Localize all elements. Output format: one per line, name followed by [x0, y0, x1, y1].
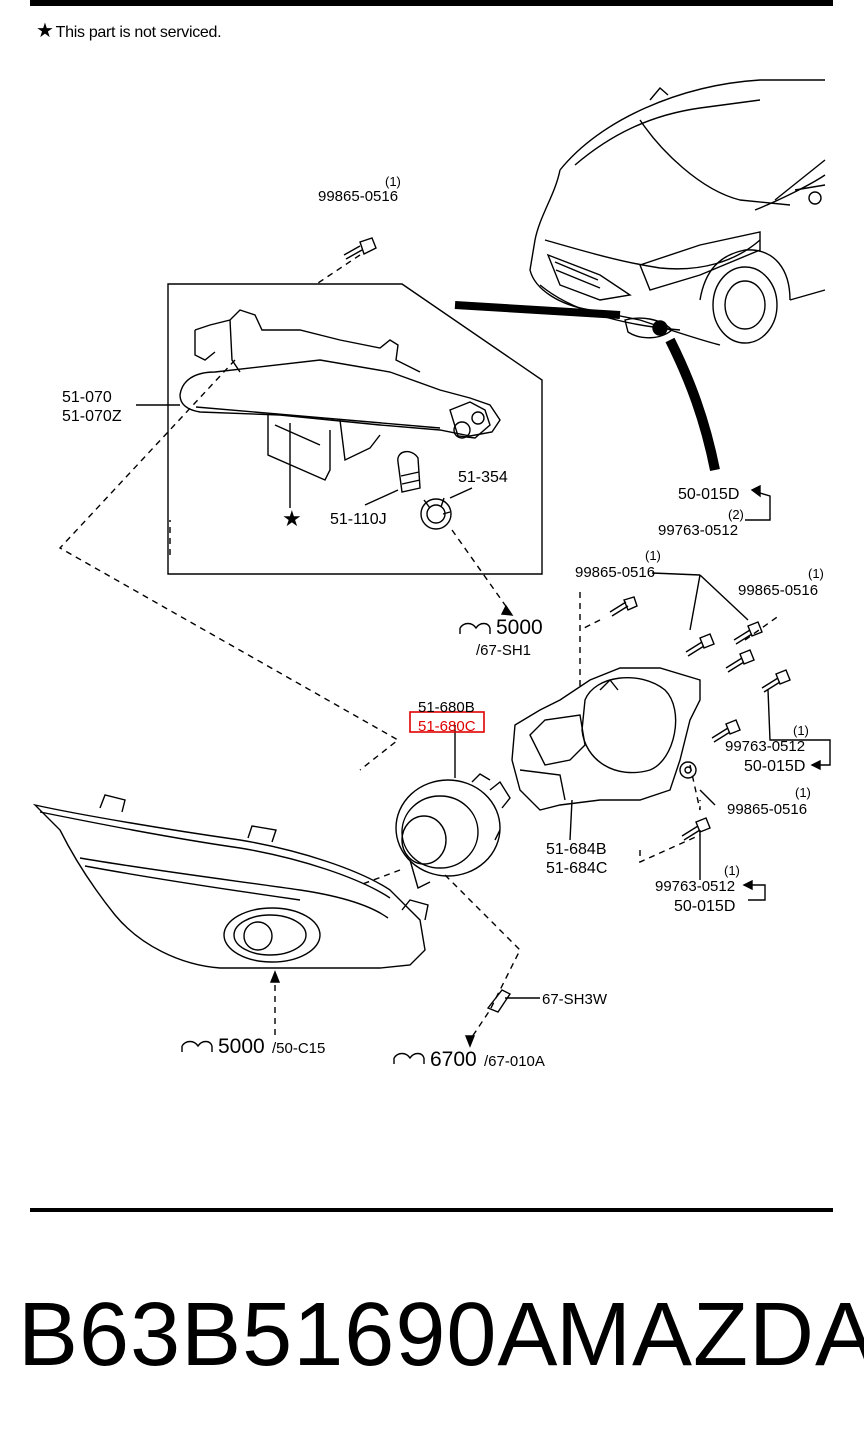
car-illustration	[529, 79, 826, 346]
part-number: B63B51690A	[18, 1285, 559, 1385]
connector-label: 67-SH3W	[542, 991, 608, 1008]
screw-c-qty: (1)	[724, 863, 740, 878]
bolt-mid-qty: (1)	[795, 785, 811, 800]
ref-5000-a-sub: /67-SH1	[476, 642, 531, 659]
bolt-top-qty: (1)	[385, 174, 401, 189]
clip-a-label: 50-015D	[678, 486, 739, 503]
fog-lamp-label-1: 51-680B	[418, 699, 475, 716]
screw-a-label: 99763-0512	[658, 522, 738, 539]
book-icon-b	[181, 1040, 213, 1052]
note-text: This part is not serviced.	[55, 24, 222, 41]
book-icon-c	[393, 1052, 425, 1064]
bolt-left-label: 99865-0516	[575, 564, 655, 581]
drl-unit-label-2: 51-070Z	[62, 408, 122, 425]
top-bolt	[343, 237, 377, 260]
exploded-parts-diagram: ★ (1) 99865-0516 51-070 51-070Z 51-110J …	[32, 79, 831, 1071]
bulb-label: 51-110J	[330, 511, 387, 528]
star-icon: ★	[36, 20, 54, 42]
bezel-part	[32, 794, 429, 969]
bracket-label-1: 51-684B	[546, 841, 607, 858]
bracket-part	[511, 667, 701, 841]
bolt-right-qty: (1)	[808, 566, 824, 581]
ref-6700-num: 6700	[430, 1048, 477, 1071]
bolt-top-label: 99865-0516	[318, 188, 398, 205]
drl-unit-label-1: 51-070	[62, 389, 112, 406]
drl-unit	[179, 309, 501, 481]
top-rule	[30, 0, 833, 6]
ref-5000-b-num: 5000	[218, 1035, 265, 1058]
clip-c-label: 50-015D	[674, 898, 735, 915]
star-icon: ★	[282, 506, 302, 531]
leader-thick-curve	[665, 337, 720, 471]
fog-lamp-part	[395, 725, 511, 890]
bulb-part	[397, 451, 421, 493]
book-icon-a	[459, 622, 491, 634]
brand-name: MAZDA	[556, 1285, 864, 1385]
screw-b-label: 99763-0512	[725, 738, 805, 755]
bolt-right-label: 99865-0516	[738, 582, 818, 599]
not-serviced-note: ★This part is not serviced.	[36, 18, 222, 43]
ref-5000-b-sub: /50-C15	[272, 1040, 325, 1057]
highlight-box	[409, 711, 485, 733]
ref-5000-a-num: 5000	[496, 616, 543, 639]
drl-inset-box	[167, 283, 543, 575]
ref-6700-sub: /67-010A	[484, 1053, 545, 1070]
clip-a-qty: (2)	[728, 507, 744, 522]
screw-c-label: 99763-0512	[655, 878, 735, 895]
bolt-mid-label: 99865-0516	[727, 801, 807, 818]
leader-thick-top	[454, 301, 621, 319]
bottom-rule	[30, 1208, 833, 1212]
bracket-label-2: 51-684C	[546, 860, 607, 877]
connector-part	[486, 989, 540, 1013]
fog-lamp-label-2: 51-680C	[418, 718, 476, 735]
socket-part	[420, 497, 452, 530]
bolt-left-qty: (1)	[645, 548, 661, 563]
socket-label: 51-354	[458, 469, 508, 486]
screw-b-qty: (1)	[793, 723, 809, 738]
screw-group	[609, 596, 791, 841]
clip-b-label: 50-015D	[744, 758, 805, 775]
